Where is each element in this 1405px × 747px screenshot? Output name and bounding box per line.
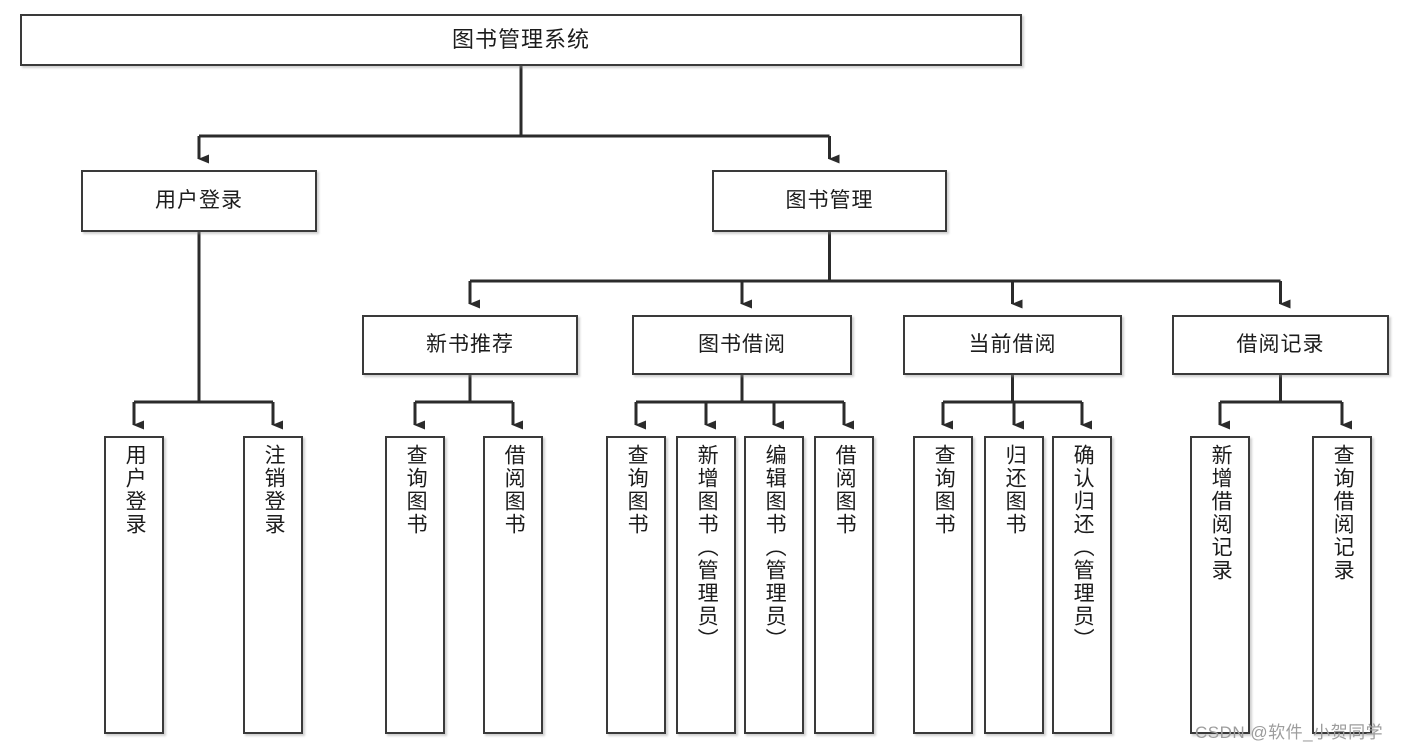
diagram-node-label: 当前借阅: [968, 332, 1057, 356]
diagram-node-records[interactable]: 借阅记录: [1172, 315, 1389, 375]
diagram-node-leaf2[interactable]: 注销登录: [243, 436, 303, 734]
diagram-node-leaf13[interactable]: 查询借阅记录: [1312, 436, 1372, 734]
diagram-node-root[interactable]: 图书管理系统: [20, 14, 1022, 66]
diagram-node-leaf9[interactable]: 查询图书: [913, 436, 973, 734]
diagram-node-label: 查询图书: [932, 444, 956, 536]
diagram-node-label: 确认归还（管理员）: [1071, 444, 1095, 651]
diagram-node-label: 注销登录: [262, 444, 286, 536]
diagram-node-leaf6[interactable]: 新增图书（管理员）: [676, 436, 736, 734]
diagram-node-leaf12[interactable]: 新增借阅记录: [1190, 436, 1250, 734]
diagram-node-label: 图书管理: [785, 188, 874, 212]
diagram-node-borrow[interactable]: 图书借阅: [632, 315, 852, 375]
diagram-node-leaf7[interactable]: 编辑图书（管理员）: [744, 436, 804, 734]
diagram-node-leaf8[interactable]: 借阅图书: [814, 436, 874, 734]
diagram-node-leaf11[interactable]: 确认归还（管理员）: [1052, 436, 1112, 734]
csdn-watermark: CSDN @软件_小贺同学: [1195, 723, 1384, 742]
diagram-node-label: 用户登录: [123, 444, 147, 536]
diagram-node-label: 借阅图书: [502, 444, 526, 536]
diagram-node-label: 新增图书（管理员）: [695, 444, 719, 651]
diagram-node-label: 借阅图书: [833, 444, 857, 536]
diagram-node-leaf3[interactable]: 查询图书: [385, 436, 445, 734]
diagram-node-label: 查询借阅记录: [1331, 444, 1355, 582]
diagram-node-login[interactable]: 用户登录: [81, 170, 317, 232]
diagram-node-label: 新书推荐: [426, 332, 514, 356]
diagram-node-label: 编辑图书（管理员）: [763, 444, 787, 651]
diagram-node-label: 查询图书: [404, 444, 428, 536]
diagram-node-current[interactable]: 当前借阅: [903, 315, 1122, 375]
diagram-node-label: 归还图书: [1003, 444, 1027, 536]
diagram-node-leaf4[interactable]: 借阅图书: [483, 436, 543, 734]
diagram-node-label: 图书管理系统: [451, 27, 590, 53]
diagram-node-label: 查询图书: [625, 444, 649, 536]
diagram-node-label: 借阅记录: [1236, 332, 1325, 356]
diagram-node-label: 新增借阅记录: [1209, 444, 1233, 582]
diagram-node-leaf1[interactable]: 用户登录: [104, 436, 164, 734]
diagram-node-leaf10[interactable]: 归还图书: [984, 436, 1044, 734]
diagram-node-newbook[interactable]: 新书推荐: [362, 315, 578, 375]
diagram-node-bookmgmt[interactable]: 图书管理: [712, 170, 947, 232]
diagram-node-leaf5[interactable]: 查询图书: [606, 436, 666, 734]
diagram-node-label: 图书借阅: [698, 332, 786, 356]
diagram-node-label: 用户登录: [155, 188, 243, 212]
